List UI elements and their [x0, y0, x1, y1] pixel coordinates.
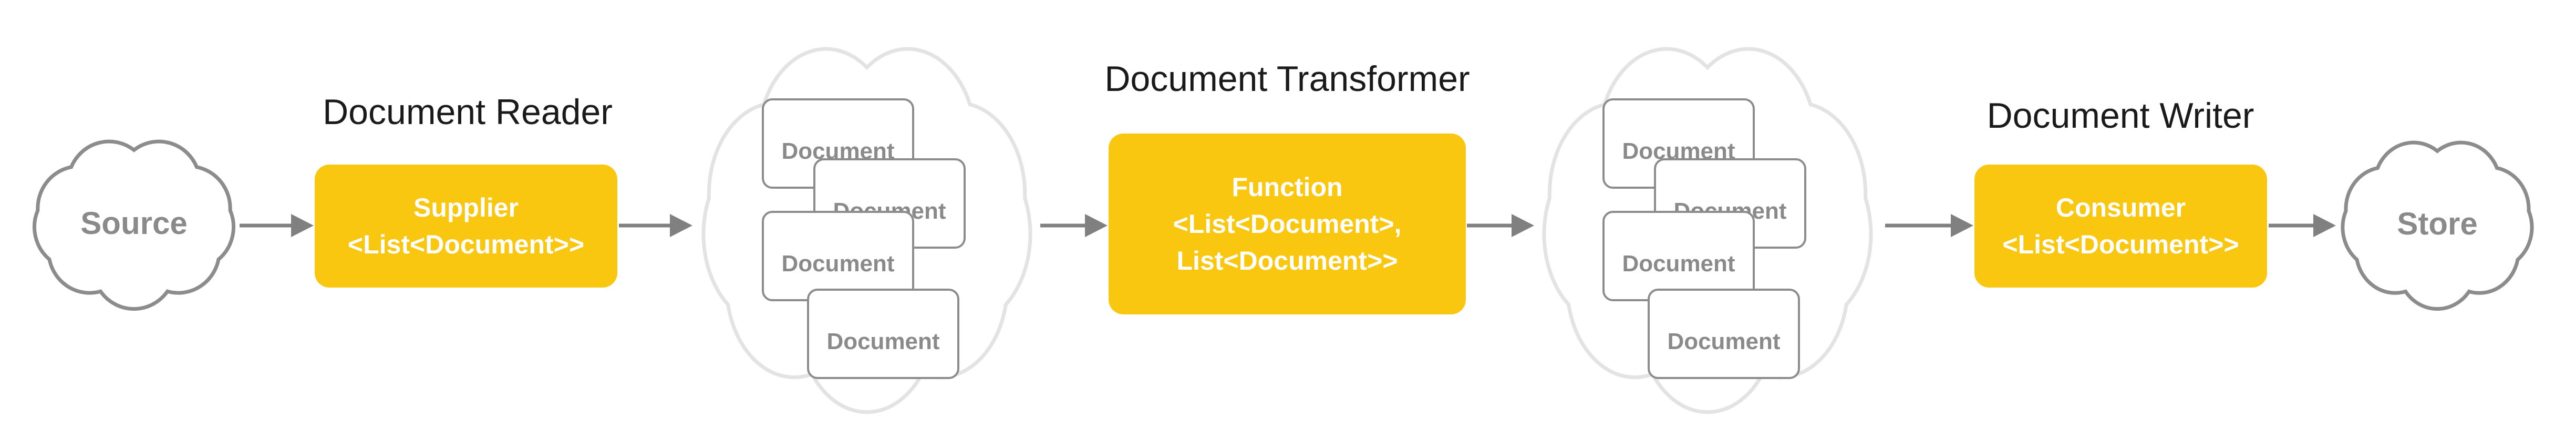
flow-arrow-6	[2269, 214, 2336, 237]
document-card: Document	[1648, 289, 1800, 379]
document-card-label: Document	[1622, 251, 1735, 277]
document-cloud-1: Document Document Document Document	[694, 50, 1040, 401]
consumer-box-line2: <List<Document>>	[2002, 230, 2239, 259]
store-cloud	[2337, 143, 2538, 304]
source-cloud	[28, 142, 240, 304]
flow-arrow-1	[240, 214, 314, 237]
cloud-shape	[35, 141, 234, 309]
reader-title: Document Reader	[323, 92, 613, 132]
function-box-line1: Function	[1232, 172, 1343, 202]
supplier-box-line1: Supplier	[413, 193, 519, 222]
flow-arrow-4	[1467, 214, 1534, 237]
document-cloud-2: Document Document Document Document	[1534, 50, 1881, 401]
flow-arrow-5	[1885, 214, 1973, 237]
function-box: Function <List<Document>, List<Document>…	[1109, 134, 1466, 314]
function-box-line2: <List<Document>,	[1173, 209, 1402, 239]
cloud-shape	[2343, 142, 2532, 309]
document-card: Document	[1654, 158, 1806, 249]
writer-title: Document Writer	[1987, 96, 2254, 136]
transformer-title: Document Transformer	[1104, 59, 1470, 99]
document-card-label: Document	[826, 329, 940, 354]
flow-arrow-3	[1040, 214, 1108, 237]
document-card-label: Document	[1667, 329, 1781, 354]
consumer-box-line1: Consumer	[2055, 193, 2186, 222]
document-card: Document	[1602, 211, 1755, 301]
consumer-box: Consumer <List<Document>>	[1974, 165, 2267, 288]
supplier-box-line2: <List<Document>>	[347, 230, 585, 259]
document-card: Document	[807, 289, 959, 379]
document-card: Document	[762, 211, 914, 301]
document-card-label: Document	[781, 251, 895, 277]
supplier-box: Supplier <List<Document>>	[315, 165, 617, 288]
function-box-line3: List<Document>>	[1176, 246, 1398, 275]
flow-arrow-2	[619, 214, 692, 237]
